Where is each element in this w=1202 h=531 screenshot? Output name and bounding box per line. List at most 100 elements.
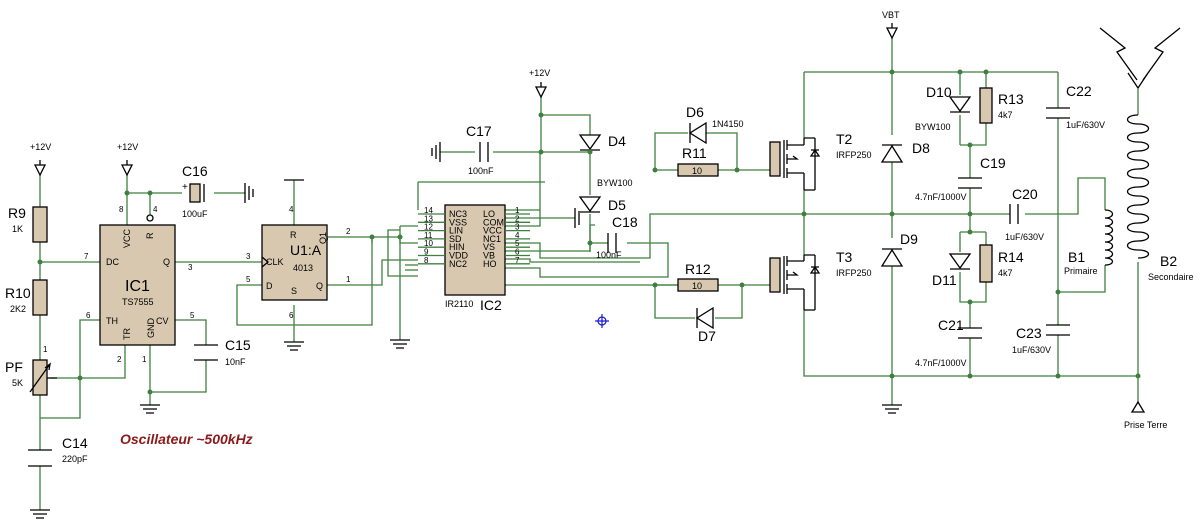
c17-name: C17 — [466, 123, 492, 139]
vcc-label-3: +12V — [529, 68, 550, 78]
ground-bridge — [882, 404, 902, 414]
ic2-right-pin-label: VB — [483, 251, 495, 261]
ground-ic1 — [140, 404, 160, 414]
ic2-left-pin-label: VSS — [449, 217, 467, 227]
mosfet-t2 — [769, 137, 821, 191]
ic1-pin-th: TH — [106, 316, 118, 326]
ic1-pin-q: Q — [163, 257, 170, 267]
u1-name: U1:A — [290, 242, 322, 258]
ground-ic2 — [390, 339, 410, 349]
ic1-num-5: 5 — [190, 311, 195, 320]
ground-c16 — [244, 183, 254, 203]
t2-part: IRFP250 — [836, 150, 872, 160]
d11-name: D11 — [932, 272, 957, 288]
mosfet-t3 — [769, 254, 821, 311]
c19-plates — [958, 177, 982, 189]
ic1-pin-cv: CV — [156, 316, 169, 326]
r9-name: R9 — [8, 205, 26, 221]
r10-name: R10 — [5, 285, 31, 301]
diode-symbols — [578, 96, 972, 330]
r9-body — [32, 206, 48, 243]
vcc-arrow-4 — [885, 23, 899, 40]
c18-value: 100nF — [596, 250, 622, 260]
r13-value: 4k7 — [998, 110, 1013, 120]
u1-num-5: 5 — [246, 275, 251, 284]
r10-value: 2K2 — [10, 304, 26, 314]
u1-pin-clk: CLK — [266, 257, 284, 267]
r10-body — [32, 279, 48, 316]
ic2-left-pin-label: NC2 — [449, 259, 467, 269]
d11-symbol — [948, 253, 972, 270]
ic2-left-pin-number: 9 — [424, 248, 429, 257]
u1-pin-r: R — [290, 230, 297, 240]
c15-value: 10nF — [225, 357, 246, 367]
d5-name: D5 — [608, 197, 626, 213]
ground-u1-bot — [284, 341, 304, 351]
ic2-right-pin-number: 7 — [515, 256, 520, 265]
c17-value: 100nF — [468, 166, 494, 176]
ic1-num-4: 4 — [153, 205, 158, 214]
r12-name: R12 — [685, 261, 711, 277]
ic1-body — [99, 224, 176, 346]
pf-name: PF — [5, 359, 23, 375]
d6-symbol — [688, 121, 707, 145]
ic1-num-3: 3 — [188, 263, 193, 272]
d4-symbol — [578, 134, 602, 151]
ground-ic2-com — [574, 208, 580, 228]
vcc-arrow-1 — [33, 160, 47, 177]
ic2-right-pin-label: COM — [483, 217, 504, 227]
ic2-right-pin-number: 1 — [515, 206, 520, 215]
vbt-label: VBT — [882, 10, 900, 20]
c16-name: C16 — [182, 163, 208, 179]
power-arrows — [33, 23, 899, 177]
t3-name: T3 — [836, 249, 853, 265]
r14-body — [979, 244, 993, 283]
u1-part: 4013 — [293, 263, 313, 273]
b1-label: Primaire — [1064, 266, 1098, 276]
ic2-left-pin-label: NC3 — [449, 209, 467, 219]
oscillator-caption: Oscillateur ~500kHz — [120, 431, 253, 447]
ic1-num-2: 2 — [117, 355, 122, 364]
c19-name: C19 — [980, 155, 1006, 171]
ic2-body — [444, 204, 506, 296]
vcc-label-1: +12V — [30, 142, 51, 152]
ic1-num-8: 8 — [119, 205, 124, 214]
c21-value: 4.7nF/1000V — [915, 358, 967, 368]
d5-symbol — [578, 196, 602, 213]
ic2-right-pin-number: 3 — [515, 223, 520, 232]
ic2-left-pin-number: 13 — [424, 214, 433, 223]
c22-plates — [1046, 107, 1070, 119]
ground-c14 — [30, 509, 50, 519]
d4-name: D4 — [608, 133, 626, 149]
c21-name: C21 — [938, 317, 964, 333]
c14-plates — [28, 449, 52, 467]
ground-label: Prise Terre — [1124, 420, 1167, 430]
ic2-right-pin-label: VS — [483, 242, 495, 252]
ic2-left-pin-number: 10 — [424, 239, 433, 248]
ic2-left-pin-number: 12 — [424, 223, 433, 232]
c14-name: C14 — [62, 435, 88, 451]
d8-symbol — [880, 144, 904, 163]
ic2-right-pin-label: NC1 — [483, 234, 501, 244]
d10-name: D10 — [926, 84, 952, 100]
c22-name: C22 — [1066, 83, 1092, 99]
r11-value: 10 — [692, 166, 702, 176]
d5-value: BYW100 — [597, 178, 633, 188]
d10-value: BYW100 — [915, 122, 951, 132]
d9-name: D9 — [900, 231, 918, 247]
c14-value: 220pF — [62, 454, 88, 464]
c15-name: C15 — [225, 337, 251, 353]
c15-plates — [194, 344, 218, 361]
crosshair-marker-icon — [595, 314, 609, 328]
ic1-part: TS7555 — [122, 297, 154, 307]
u1-pin-d: D — [266, 281, 273, 291]
ic1-num-7: 7 — [84, 252, 89, 261]
ic2-right-pin-label: VCC — [483, 226, 503, 236]
d7-symbol — [695, 306, 714, 330]
b2-name: B2 — [1160, 253, 1177, 269]
ic1-num-1: 1 — [142, 355, 147, 364]
u1-num-3: 3 — [246, 252, 251, 261]
d9-symbol — [880, 248, 904, 267]
